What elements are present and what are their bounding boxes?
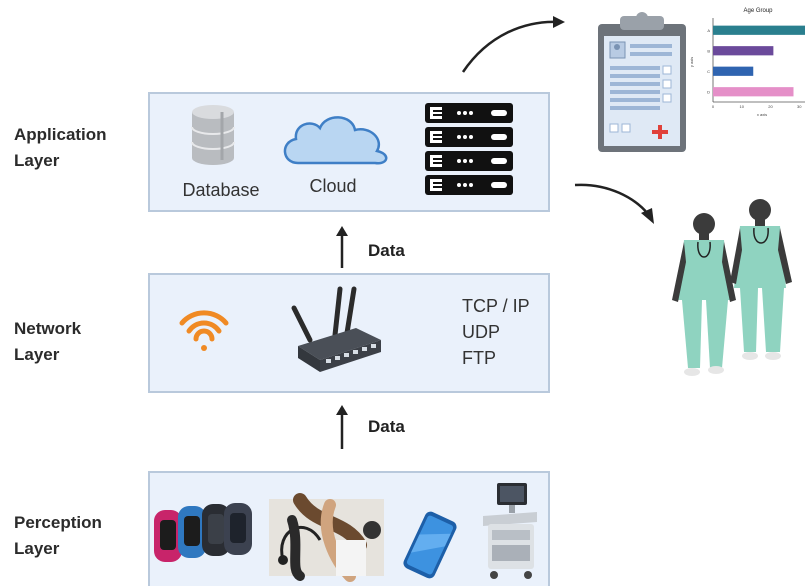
chart-y-tick: C [707,69,710,74]
database-label: Database [182,180,259,200]
chart-y-axis-label: y axis [689,57,694,67]
chart-y-tick: B [707,48,710,53]
report-arrow-head [553,16,565,28]
protocol-udp: UDP [462,322,501,342]
ultrasound-machine-icon [483,483,537,579]
chart-bar-a [713,25,805,35]
chart-x-tick: 10 [740,104,745,109]
report-curved-arrow [461,20,561,73]
chart-x-ticks: 0 10 20 30 [712,104,802,109]
chart-y-ticks: A B C D [707,28,710,95]
perception-layer-label-line2: Layer [14,539,60,558]
chart-bar-b [713,46,774,56]
network-layer-label: Network Layer [14,316,81,368]
protocol-ftp: FTP [462,348,496,368]
protocol-list: TCP / IP UDP FTP [462,293,530,371]
staff-arrow-head [641,208,654,224]
wifi-icon [179,310,229,351]
doctor-icon [672,199,792,376]
protocol-tcp-ip: TCP / IP [462,296,530,316]
smartphone-icon [403,511,457,579]
cloud-icon [283,116,388,165]
network-layer-label-line1: Network [14,319,82,338]
perception-layer-label: Perception Layer [14,510,102,562]
lower-data-arrow [336,405,348,449]
chart-bar-d [713,87,794,97]
stethoscope-icon [269,493,384,582]
cloud-label: Cloud [309,176,356,196]
chart-x-axis-label: x axis [757,112,767,117]
lower-data-label: Data [368,417,405,436]
chart-y-tick: D [707,89,710,94]
staff-curved-arrow [574,183,649,215]
network-layer-label-line2: Layer [14,345,60,364]
chart-title: Age Group [743,8,773,14]
chart-x-tick: 20 [768,104,773,109]
database-icon [191,105,235,165]
chart-bars [713,25,805,97]
clipboard-icon [598,12,686,152]
chart-x-tick: 30 [797,104,802,109]
chart-x-tick: 0 [712,104,715,109]
router-icon [291,286,381,372]
chart-bar-c [713,66,754,76]
age-group-chart: Age Group A B C D 0 10 20 30 y axis x axis [689,8,805,117]
upper-data-label: Data [368,241,405,260]
server-rack-icon [425,103,513,195]
smartwatch-icon [154,503,252,562]
chart-y-tick: A [707,28,710,33]
application-layer-label: Application Layer [14,122,107,174]
application-layer-label-line2: Layer [14,151,60,170]
perception-layer-label-line1: Perception [14,513,102,532]
application-layer-label-line1: Application [14,125,107,144]
upper-data-arrow [336,226,348,268]
